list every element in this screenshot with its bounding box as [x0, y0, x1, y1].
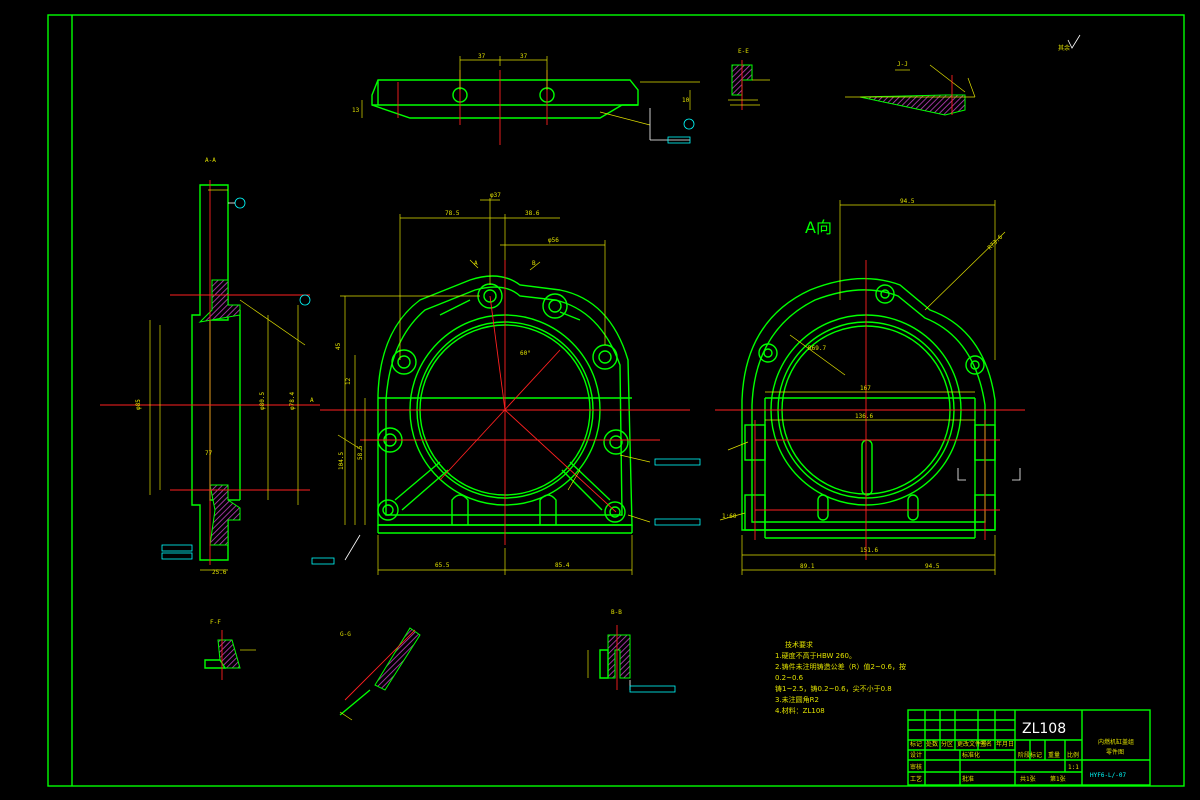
svg-text:B: B [532, 260, 536, 267]
view-a: A向 [715, 198, 1025, 575]
tech-req-item-5: 4.材料：ZL108 [775, 707, 825, 715]
svg-text:φ56: φ56 [548, 237, 559, 244]
roughness-mark: 其余 [1058, 34, 1081, 52]
sheet-border-outer [47, 14, 1185, 787]
svg-text:更改文件号: 更改文件号 [957, 740, 987, 748]
svg-text:分区: 分区 [941, 740, 953, 748]
svg-text:审核: 审核 [910, 763, 922, 771]
svg-text:1:60: 1:60 [722, 513, 737, 520]
sheet-count: 共1张 [1020, 775, 1036, 783]
section-small-1: F-F [204, 619, 256, 680]
tech-req-item-2: 2.铸件未注明铸造公差（R）值2~0.6，按0.2~0.6 [775, 663, 906, 682]
drawing-number: HYF6-L/-07 [1090, 772, 1127, 779]
top-view: 37 37 13 10 [352, 53, 700, 145]
svg-text:其余: 其余 [1058, 44, 1070, 52]
title-block: ZL108 内燃机缸盖组 零件图 HYF6-L/-07 1:1 共1张 第1张 … [907, 709, 1151, 786]
svg-text:批准: 批准 [962, 775, 974, 783]
view-a-label: A向 [805, 218, 832, 237]
svg-text:阶段标记: 阶段标记 [1018, 751, 1042, 759]
section-aa-label: A-A [205, 157, 216, 164]
svg-text:77: 77 [205, 450, 213, 457]
svg-text:151.6: 151.6 [860, 547, 878, 554]
svg-text:12: 12 [345, 377, 352, 385]
section-small-3: B-B [587, 609, 676, 693]
sheet-index: 第1张 [1050, 775, 1066, 783]
svg-text:φ78.4: φ78.4 [289, 392, 296, 410]
svg-text:94.5: 94.5 [900, 198, 915, 205]
svg-text:φ37: φ37 [490, 192, 501, 199]
svg-text:重量: 重量 [1048, 751, 1060, 759]
tech-req-item-1: 1.硬度不高于HBW 260。 [775, 652, 857, 660]
svg-text:设计: 设计 [910, 751, 922, 759]
svg-text:标准化: 标准化 [962, 751, 980, 759]
section-aa-view: A-A φ85 φ80.5 φ78.4 25.6 77 [100, 157, 320, 576]
svg-text:F-F: F-F [210, 619, 221, 626]
svg-text:45: 45 [335, 342, 342, 350]
svg-text:φ85: φ85 [135, 399, 142, 410]
svg-text:R69.7: R69.7 [808, 345, 826, 352]
svg-text:85.4: 85.4 [555, 562, 570, 569]
svg-text:136.6: 136.6 [855, 413, 873, 420]
svg-text:处数: 处数 [926, 740, 938, 748]
material-code: ZL108 [1022, 721, 1066, 737]
svg-text:R73.6: R73.6 [986, 233, 1004, 251]
tech-requirements: 技术要求 1.硬度不高于HBW 260。 2.铸件未注明铸造公差（R）值2~0.… [775, 640, 925, 717]
svg-text:A: A [474, 260, 478, 267]
svg-text:E-E: E-E [738, 48, 749, 55]
rib-section: J-J [845, 61, 976, 116]
svg-text:38.6: 38.6 [525, 210, 540, 217]
svg-text:60°: 60° [520, 350, 531, 357]
svg-text:工艺: 工艺 [910, 775, 922, 783]
tech-requirements-title: 技术要求 [785, 641, 813, 649]
svg-text:89.1: 89.1 [800, 563, 815, 570]
svg-text:10: 10 [682, 97, 690, 104]
svg-text:25.6: 25.6 [212, 569, 227, 576]
svg-text:B-B: B-B [611, 609, 622, 616]
svg-text:94.5: 94.5 [925, 563, 940, 570]
svg-text:13: 13 [352, 107, 360, 114]
svg-text:37: 37 [478, 53, 486, 60]
svg-text:φ80.5: φ80.5 [259, 392, 266, 410]
front-view: 78.5 φ37 38.6 φ56 45 12 104.5 58.5 60° 6… [310, 192, 701, 575]
svg-text:104.5: 104.5 [338, 452, 345, 470]
svg-text:78.5: 78.5 [445, 210, 460, 217]
section-small-2: G-G [339, 627, 421, 721]
part-name-2: 零件图 [1106, 748, 1124, 756]
svg-text:65.5: 65.5 [435, 562, 450, 569]
svg-text:年月日: 年月日 [996, 740, 1014, 748]
section-gg-label: G-G [340, 631, 351, 638]
svg-text:标记: 标记 [910, 740, 922, 748]
part-name-1: 内燃机缸盖组 [1098, 738, 1134, 746]
svg-text:167: 167 [860, 385, 871, 392]
svg-text:比例: 比例 [1067, 751, 1079, 759]
svg-text:58.5: 58.5 [357, 445, 364, 460]
svg-text:A: A [310, 397, 314, 404]
svg-text:签名: 签名 [980, 740, 992, 748]
small-section-top: E-E [728, 48, 770, 110]
scale: 1:1 [1068, 764, 1079, 771]
tech-req-item-3: 铸1~2.5，铸0.2~0.6，尖不小于0.8 [775, 685, 892, 693]
svg-text:37: 37 [520, 53, 528, 60]
tech-req-item-4: 3.未注圆角R2 [775, 696, 819, 704]
svg-text:J-J: J-J [897, 61, 908, 68]
